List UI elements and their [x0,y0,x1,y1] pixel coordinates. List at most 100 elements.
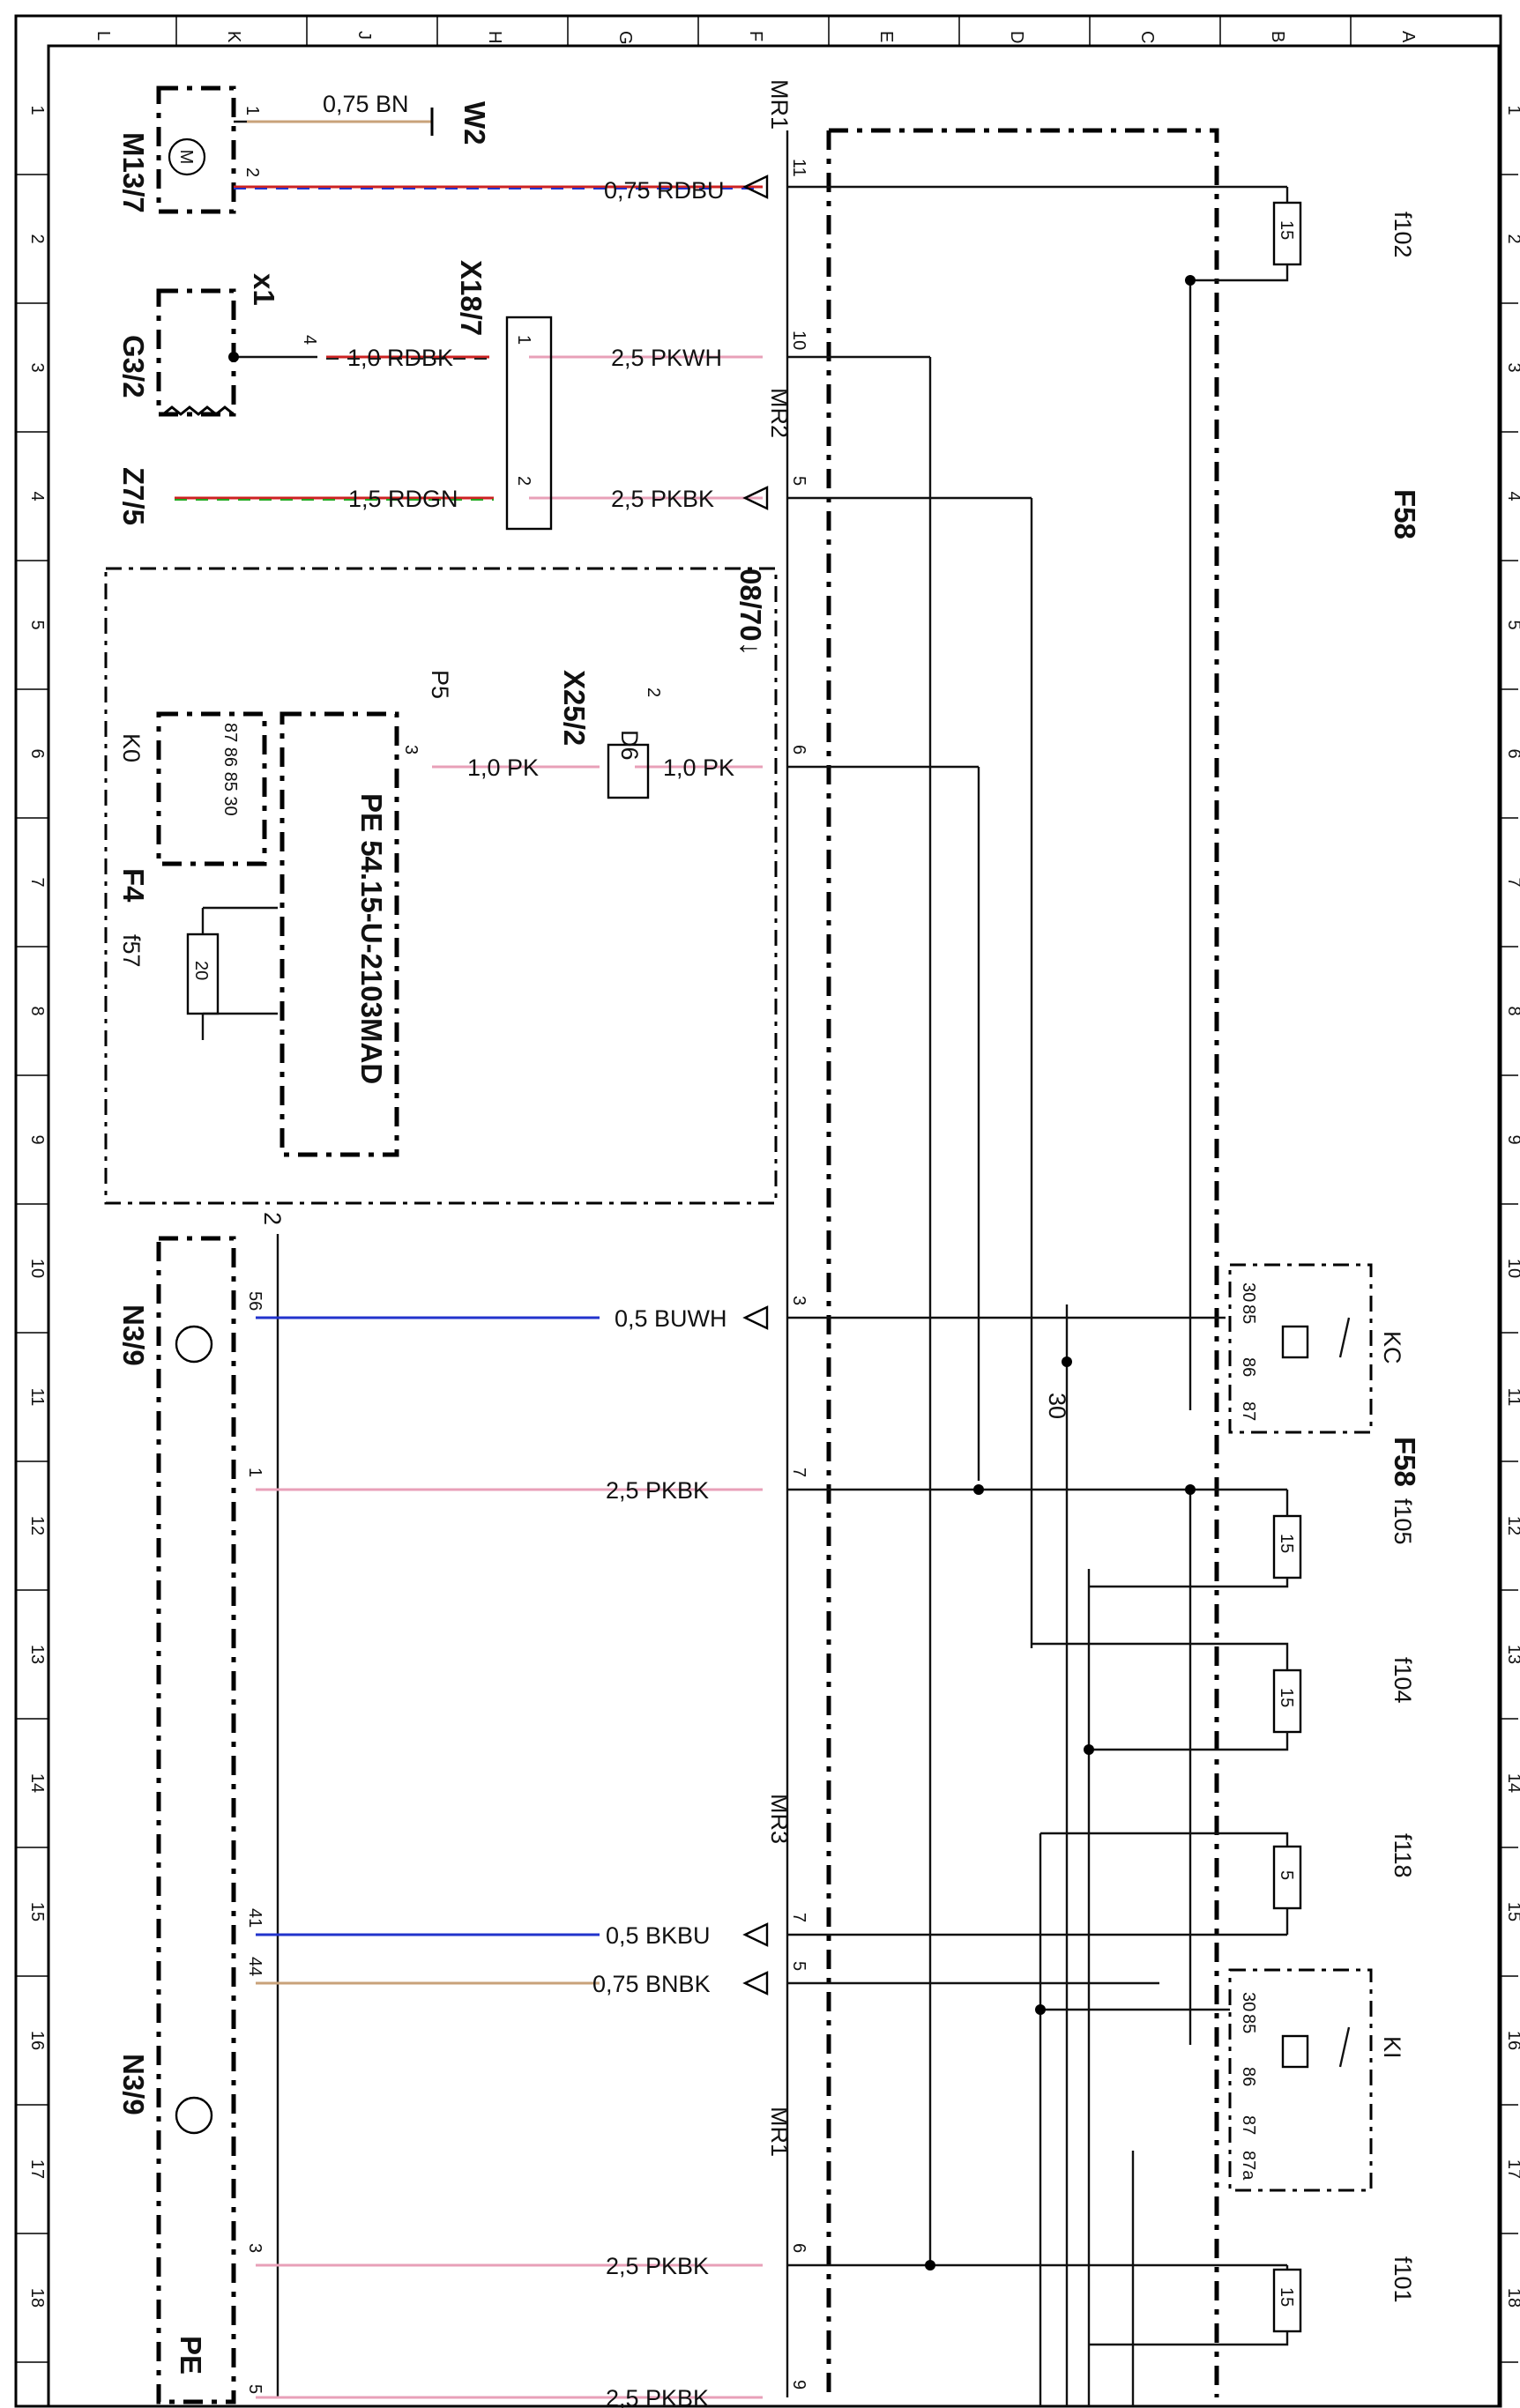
row-number: 14 [1504,1773,1520,1793]
relay-switches [1338,1317,1351,2068]
wire-label: 0,5 BKBU [606,1922,711,1949]
wire-label: 0,75 RDBU [604,177,725,204]
column-letter: L [93,31,113,41]
f104-label: f104 [1390,1657,1416,1704]
k0-relay-box [156,711,267,866]
row-number: 1 [1504,105,1520,115]
column-letter: J [354,31,374,40]
pin-label: 3 [401,745,421,754]
f58-label: F58 [1389,489,1421,539]
pin-label: 4 [300,335,319,345]
x25-2-label: X25/2 [558,670,591,746]
wire-f101 [1089,2265,1289,2346]
f105-label: f105 [1390,1498,1416,1545]
connector-arrows [742,175,769,1996]
row-number: 3 [27,362,47,372]
kl-pin: 87 [1239,2115,1258,2135]
row-number: 2 [1504,234,1520,243]
x18-7-plug [505,316,553,531]
mr1-label: MR1 [766,79,793,130]
f4-module-box [104,567,778,1205]
f4-label: F4 [117,868,150,903]
wire-label: 0,5 BUWH [615,1305,727,1332]
f57-rating: 20 [191,961,211,980]
transistor-icon [175,2096,213,2135]
row-number: 8 [1504,1006,1520,1015]
pin-label: 41 [245,1908,265,1928]
column-letter: F [746,31,765,41]
motor-icon-label: M [176,150,196,165]
g3-2-break [162,405,235,416]
m13-7-label: M13/7 [117,132,150,213]
pin-label: 6 [789,2243,808,2253]
row-number: 11 [1504,1388,1520,1407]
row-number: 17 [1504,2159,1520,2179]
row-number: 10 [1504,1259,1520,1278]
pin-label: 2 [644,687,663,697]
wire-f102 [1190,187,1289,282]
fuse-rating: 15 [1277,1688,1296,1707]
pin-label: 3 [245,2243,265,2253]
column-letter: B [1268,31,1287,42]
column-letter: G [615,31,635,45]
row-number: 9 [1504,1134,1520,1144]
column-letter: E [876,31,896,42]
row-number: 5 [1504,620,1520,629]
x25-2-plug [607,743,650,799]
row-number: 13 [1504,1645,1520,1664]
pin-label: 1 [242,106,262,115]
row-number: 7 [27,877,47,887]
drawing-border [14,14,1502,2408]
kl-pin: 86 [1239,2067,1258,2086]
kc-pin: 30 [1239,1282,1258,1302]
row-number: 18 [27,2288,47,2308]
column-letter: D [1007,31,1026,43]
k0-pins: 87 86 85 30 [220,723,240,816]
w2-label: W2 [458,101,491,145]
row-number: 15 [1504,1902,1520,1921]
row-number: 16 [27,2031,47,2050]
kl-pin: 85 [1239,2014,1258,2033]
x18-7-label: X18/7 [455,260,488,336]
column-letter: K [224,31,243,43]
wire-label: 1,0 PK [467,754,539,781]
f101-label: f101 [1390,2256,1416,2303]
kl-pin: 87a [1239,2151,1258,2181]
row-number: 11 [27,1388,47,1407]
ref-0870: 08/70↓ [734,569,767,656]
row-number: 18 [1504,2288,1520,2308]
kc-label: KC [1379,1331,1405,1364]
motor-icon [168,137,206,176]
mr2-label: MR2 [766,388,793,438]
f118-label: f118 [1390,1833,1416,1878]
wire-label: 0,75 BN [323,91,409,117]
kl-relay-box [1228,1968,1373,2192]
column-letter: C [1137,31,1157,43]
f58-label-mid: F58 [1389,1437,1421,1487]
kl-coil [1281,2034,1309,2069]
pin-label: 6 [789,745,808,754]
z7-5-label: Z7/5 [117,467,150,525]
kl-pin: 30 [1239,1992,1258,2011]
row-number: 12 [27,1516,47,1535]
pin-label: 44 [245,1957,265,1976]
pe-reference: PE 54.15-U-2103MAD [355,793,388,1084]
row-number: 13 [27,1645,47,1664]
g3-2-label: G3/2 [117,335,150,398]
row-number: 12 [1504,1516,1520,1535]
row-number: 16 [1504,2031,1520,2050]
pin-label: 5 [789,476,808,486]
d6-label: D6 [616,730,643,761]
kc-pin: 87 [1239,1401,1258,1421]
row-ruler: 1122334455667788991010111112121313141415… [16,105,1520,2363]
row-number: 4 [1504,491,1520,501]
m13-7-box [156,85,236,214]
wire-label: 2,5 PKBK [606,2253,709,2279]
row-number: 4 [27,491,47,501]
wire-label: 2,5 PKWH [611,345,722,371]
pin-label: 1 [514,335,533,345]
column-letter: H [485,31,504,43]
wire-label: 1,5 RDGN [348,486,458,512]
wire-label: 2,5 PKBK [606,2385,709,2408]
wire-f104 [1032,1642,1289,1751]
